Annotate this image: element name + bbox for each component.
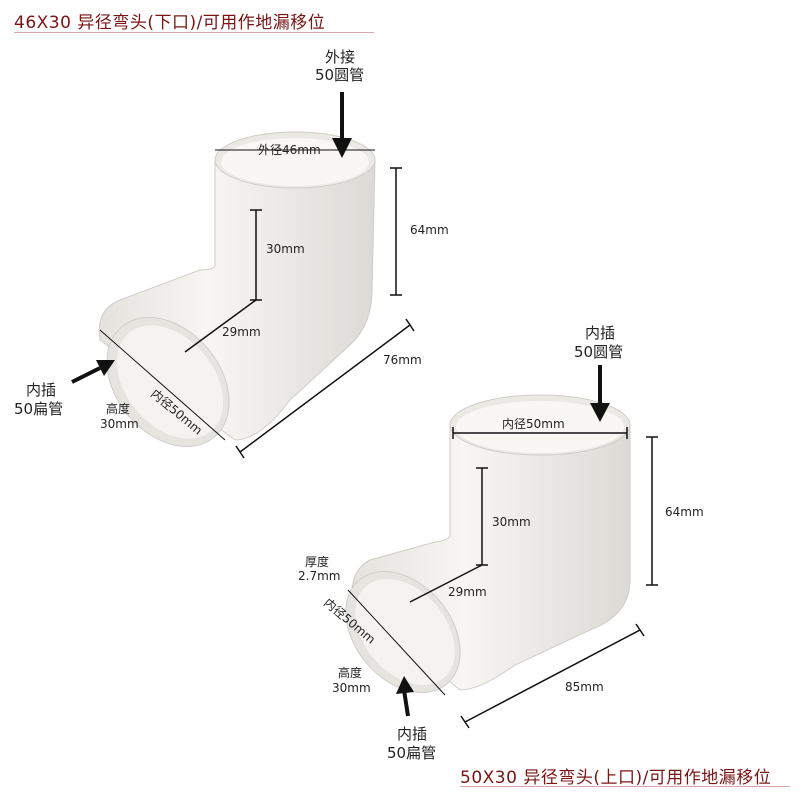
top-side-callout-line2: 50扁管 [14, 400, 63, 418]
bottom-dimension-lines [347, 427, 658, 729]
top-side-callout-line1: 内插 [26, 381, 56, 399]
bottom-callout-line1: 内插 [585, 324, 615, 342]
top-height: 64mm [410, 223, 449, 237]
bottom-inner-height: 30mm [492, 515, 531, 529]
bottom-inner-depth: 29mm [448, 585, 487, 599]
bottom-side-callout-line2: 50扁管 [387, 744, 436, 762]
top-opening-height-value: 30mm [100, 417, 139, 431]
top-opening-height-label: 高度 [106, 401, 130, 416]
bottom-thickness-label: 厚度 [305, 554, 329, 569]
top-length: 76mm [383, 353, 422, 367]
top-callout-line2: 50圆管 [315, 66, 364, 84]
bottom-title-underline [460, 786, 790, 787]
top-arrows [71, 92, 352, 384]
bottom-opening-height-value: 30mm [332, 681, 371, 695]
bottom-elbow [345, 394, 631, 694]
bottom-opening-height-label: 高度 [338, 665, 362, 680]
bottom-inner-diameter: 内径50mm [502, 417, 565, 431]
bottom-side-callout-line1: 内插 [397, 725, 427, 743]
bottom-callout-line2: 50圆管 [574, 343, 623, 361]
top-title-underline [14, 32, 374, 33]
bottom-thickness-value: 2.7mm [298, 569, 340, 583]
top-callout-line1: 外接 [325, 48, 355, 66]
top-inner-depth: 29mm [222, 325, 261, 339]
top-title: 46X30 异径弯头(下口)/可用作地漏移位 [14, 13, 326, 33]
top-inner-height: 30mm [266, 242, 305, 256]
bottom-title: 50X30 异径弯头(上口)/可用作地漏移位 [460, 768, 772, 788]
bottom-length: 85mm [565, 680, 604, 694]
top-dimension-lines [99, 149, 415, 459]
bottom-arrows [396, 365, 610, 717]
top-outer-diameter: 外径46mm [258, 143, 321, 157]
bottom-height: 64mm [665, 505, 704, 519]
